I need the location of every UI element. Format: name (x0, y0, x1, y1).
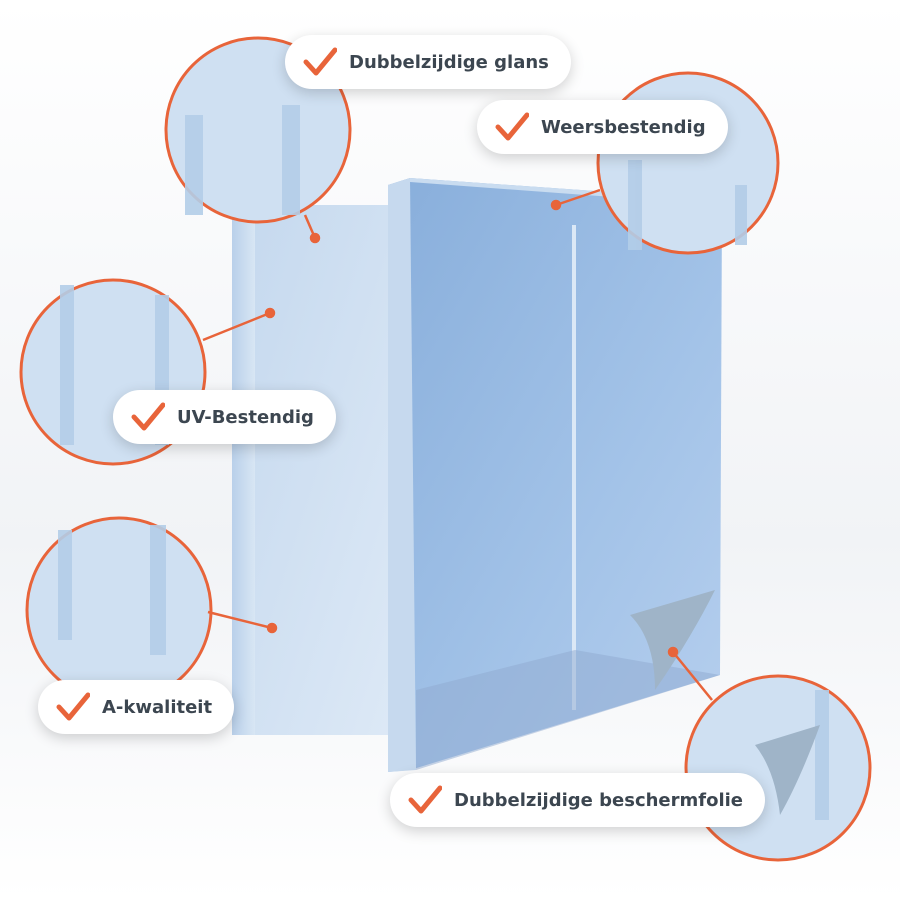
feature-label-text: Dubbelzijdige beschermfolie (454, 789, 744, 811)
feature-label-uv-resistant: UV-Bestendig (113, 390, 336, 444)
peeled-film-corner (630, 590, 715, 690)
front-panel-edge (388, 178, 416, 772)
feature-label-text: A-kwaliteit (102, 696, 213, 718)
feature-label-text: Dubbelzijdige glans (349, 51, 549, 73)
checkmark-icon (408, 785, 442, 814)
back-panel-edge (232, 205, 255, 735)
detail-circle-quality (25, 516, 213, 704)
feature-label-text: Weersbestendig (541, 116, 706, 138)
feature-label-a-quality: A-kwaliteit (38, 680, 235, 734)
checkmark-icon (303, 47, 337, 76)
feature-label-weather-resistant: Weersbestendig (477, 100, 728, 154)
feature-label-double-gloss: Dubbelzijdige glans (285, 35, 571, 89)
checkmark-icon (495, 112, 529, 141)
feature-label-protective-film: Dubbelzijdige beschermfolie (390, 773, 766, 827)
back-panel (232, 205, 400, 735)
checkmark-icon (56, 692, 90, 721)
feature-label-text: UV-Bestendig (177, 406, 314, 428)
checkmark-icon (131, 402, 165, 431)
